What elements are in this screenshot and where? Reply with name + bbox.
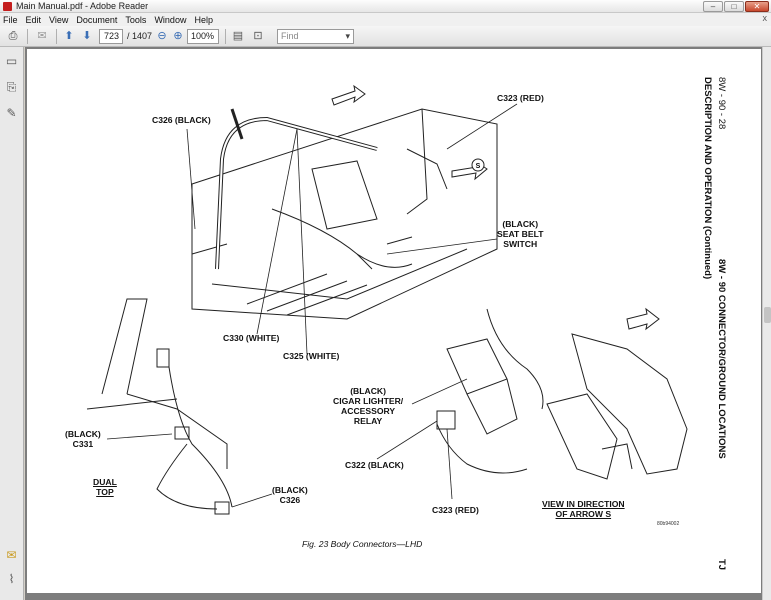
page-up-icon[interactable]: ⬆ (64, 30, 74, 42)
adobe-reader-icon (3, 2, 12, 11)
label-c326-black-top: C326 (BLACK) (152, 115, 211, 125)
label-c323-red-top: C323 (RED) (497, 93, 544, 103)
body-connectors-illustration: S (86, 84, 688, 515)
label-cigar-lighter-relay: (BLACK) CIGAR LIGHTER/ ACCESSORY RELAY (333, 386, 404, 426)
figure-id: 80b94002 (657, 521, 680, 527)
label-seat-belt-switch: (BLACK) SEAT BELT SWITCH (497, 219, 544, 249)
minimize-button[interactable]: – (703, 1, 723, 12)
page-number-input[interactable]: 723 (99, 29, 123, 44)
pages-icon[interactable]: ▭ (5, 54, 18, 68)
pdf-page: S (27, 49, 761, 593)
fit-page-icon[interactable]: ▤ (232, 30, 244, 42)
label-c330-white: C330 (WHITE) (223, 333, 280, 343)
label-view-direction-arrow-s: VIEW IN DIRECTION OF ARROW S (542, 499, 625, 519)
fit-width-icon[interactable]: ⊡ (253, 30, 263, 42)
page-header-rotated: 8W - 90 - 28 8W - 90 CONNECTOR/GROUND LO… (699, 69, 737, 571)
label-c325-white: C325 (WHITE) (283, 351, 340, 361)
menu-view[interactable]: View (49, 14, 69, 25)
label-c331-black: (BLACK) C331 (65, 429, 101, 449)
page-down-icon[interactable]: ⬇ (82, 30, 92, 42)
maximize-button[interactable]: □ (724, 1, 744, 12)
document-viewer[interactable]: S (25, 47, 771, 600)
section-title: 8W - 90 CONNECTOR/GROUND LOCATIONS (716, 259, 727, 459)
comments-icon[interactable]: ✉ (6, 548, 17, 562)
toolbar: ⎙ ✉ ⬆ ⬇ 723 / 1407 ⊖ ⊕ 100% ▾ ▤ ⊡ Find▾ (0, 26, 771, 54)
scrollbar-thumb[interactable] (764, 307, 771, 323)
menu-help[interactable]: Help (194, 14, 213, 25)
page-total: / 1407 (127, 31, 153, 41)
section-subtitle: DESCRIPTION AND OPERATION (Continued) (702, 77, 713, 280)
menu-bar: File Edit View Document Tools Window Hel… (0, 13, 771, 26)
menu-document[interactable]: Document (76, 14, 118, 25)
label-c323-red-bottom: C323 (RED) (432, 505, 479, 515)
menu-edit[interactable]: Edit (25, 14, 42, 25)
close-button[interactable]: ✕ (745, 1, 769, 12)
find-input[interactable]: Find▾ (277, 29, 354, 44)
title-bar: Main Manual.pdf - Adobe Reader – □ ✕ (0, 0, 771, 13)
menu-window[interactable]: Window (154, 14, 187, 25)
document-close-button[interactable]: x (762, 13, 768, 23)
figure-caption: Fig. 23 Body Connectors—LHD (302, 539, 423, 549)
attachments-icon[interactable]: ⌇ (8, 572, 15, 586)
email-icon[interactable]: ✉ (37, 30, 47, 42)
page-number-label: 8W - 90 - 28 (716, 77, 727, 130)
vertical-scrollbar[interactable] (762, 47, 771, 600)
menu-file[interactable]: File (3, 14, 18, 25)
window-title: Main Manual.pdf - Adobe Reader (16, 1, 149, 11)
window-controls: – □ ✕ (703, 1, 769, 12)
zoom-out-icon[interactable]: ⊖ (157, 30, 167, 42)
arrow-s-marker: S (476, 163, 481, 170)
label-c326-black-bottom: (BLACK) C326 (272, 485, 308, 505)
menu-tools[interactable]: Tools (125, 14, 147, 25)
bookmarks-icon[interactable]: ⎘ (6, 80, 17, 94)
signatures-icon[interactable]: ✎ (6, 106, 17, 120)
label-c322-black: C322 (BLACK) (345, 460, 404, 470)
printer-icon[interactable]: ⎙ (8, 30, 18, 42)
label-dual-top: DUAL TOP (93, 477, 117, 497)
model-label: TJ (716, 559, 727, 571)
zoom-level-select[interactable]: 100% ▾ (187, 29, 219, 54)
navigation-pane: ▭ ⎘ ✎ ✉ ⌇ (0, 47, 24, 600)
zoom-in-icon[interactable]: ⊕ (173, 30, 183, 42)
